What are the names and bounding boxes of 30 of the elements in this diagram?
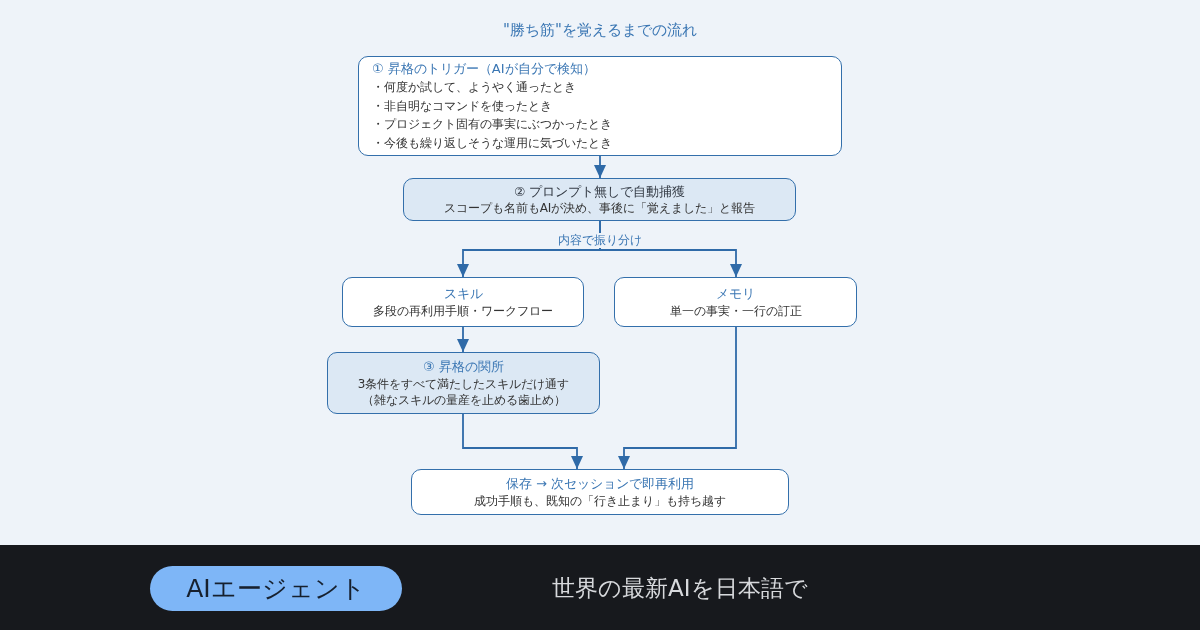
process-box — [342, 277, 584, 327]
process-box — [358, 56, 842, 156]
node-text: スコープも名前もAIが決め、事後に「覚えました」と報告 — [443, 200, 756, 216]
diagram-title: "勝ち筋"を覚えるまでの流れ — [503, 21, 697, 39]
node-heading: ② プロンプト無しで自動捕獲 — [513, 183, 686, 199]
node-heading: ① 昇格のトリガー（AIが自分で検知） — [372, 61, 596, 77]
node-heading: ③ 昇格の関所 — [423, 358, 504, 375]
arrow — [618, 326, 737, 470]
node-text: 成功手順も、既知の「行き止まり」も持ち越す — [474, 493, 726, 509]
arrow — [599, 220, 742, 278]
bullet-item: ・非自明なコマンドを使ったとき — [372, 97, 552, 115]
site-tagline: 世界の最新AIを日本語で — [552, 574, 808, 603]
bullet-item: ・今後も繰り返しそうな運用に気づいたとき — [372, 134, 612, 152]
node-heading: スキル — [443, 285, 483, 302]
bullet-item: ・何度か試して、ようやく通ったとき — [372, 79, 576, 96]
arrow — [594, 155, 606, 179]
node-heading: 保存 → 次セッションで即再利用 — [505, 475, 695, 492]
node-heading: メモリ — [716, 285, 755, 302]
process-box — [403, 178, 796, 221]
node-text: 3条件をすべて満たしたスキルだけ通す — [357, 376, 570, 392]
category-tag: AIエージェント — [150, 566, 402, 611]
note-text: （雑なスキルの量産を止める歯止め） — [361, 392, 566, 408]
node-text: 単一の事実・一行の訂正 — [669, 303, 802, 319]
arrow — [462, 413, 583, 470]
bullet-item: ・プロジェクト固有の事実にぶつかったとき — [372, 116, 612, 133]
arrow — [457, 326, 469, 353]
process-box — [411, 469, 789, 515]
process-box — [614, 277, 857, 327]
node-text: 多段の再利用手順・ワークフロー — [373, 303, 553, 319]
process-box — [327, 352, 600, 414]
